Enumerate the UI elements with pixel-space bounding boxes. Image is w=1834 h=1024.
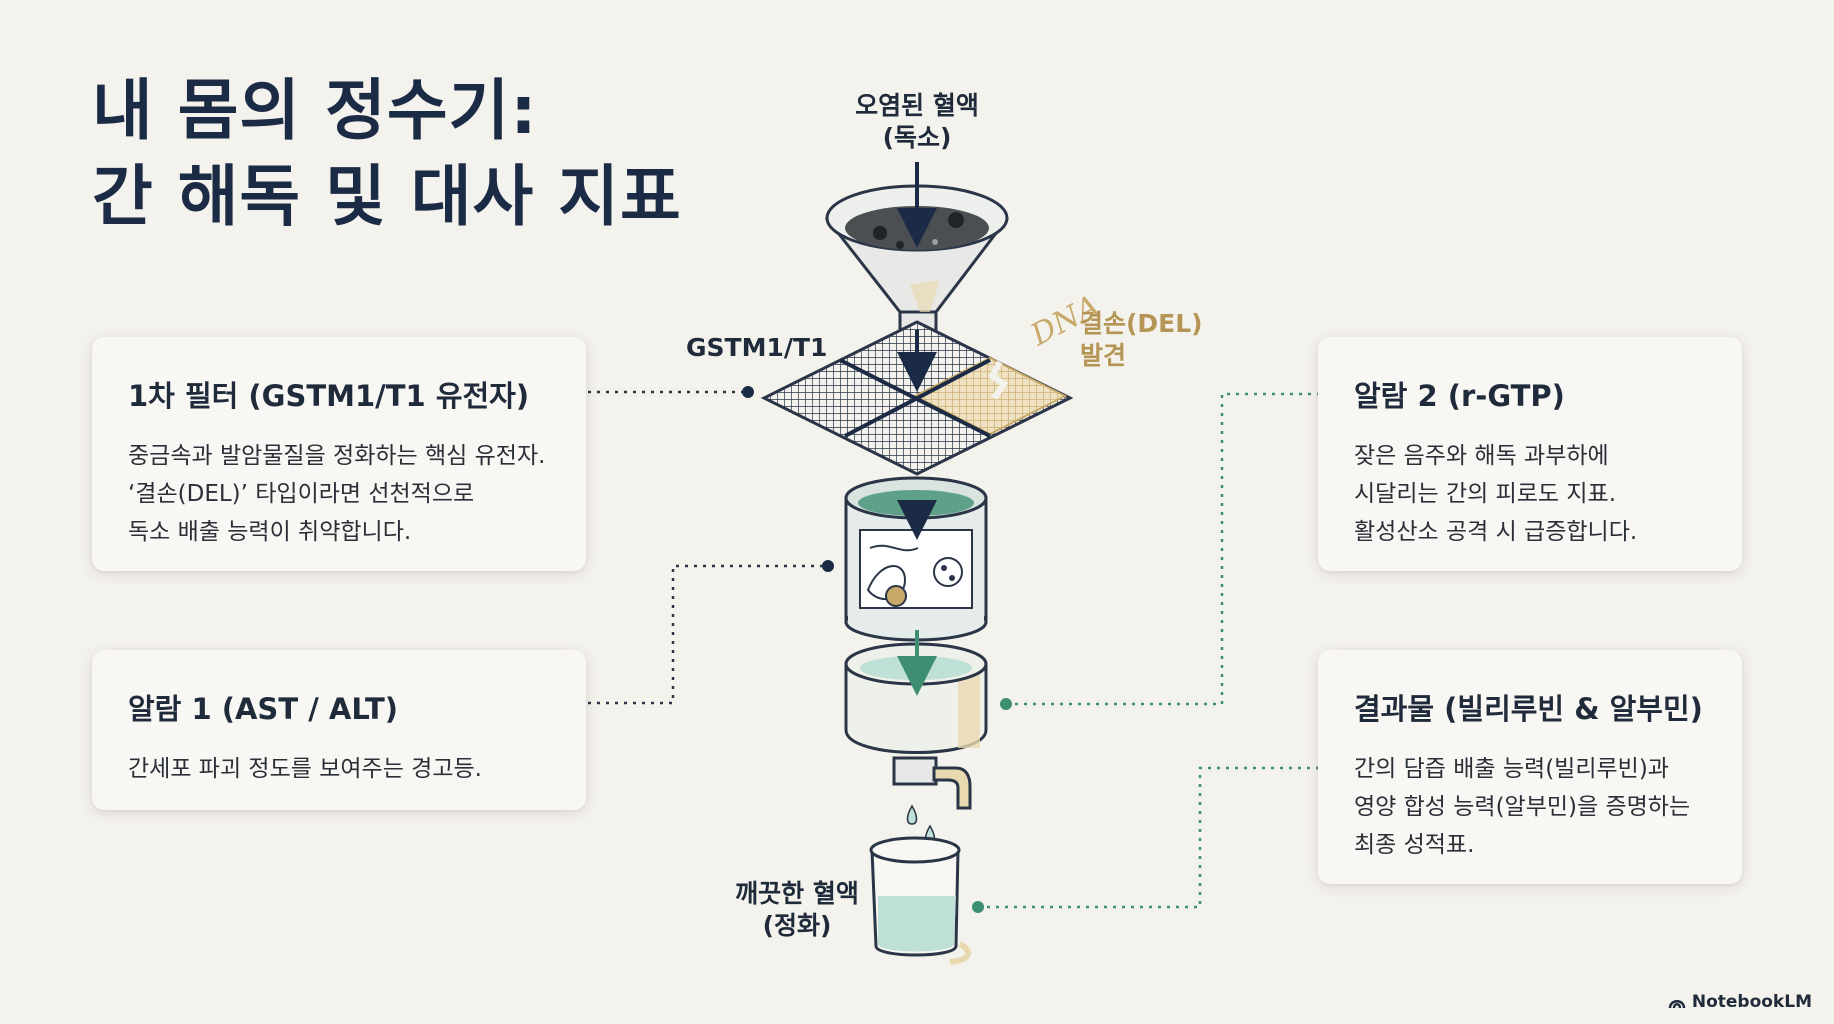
card-alarm2: 알람 2 (r-GTP) 잦은 음주와 해독 과부하에 시달리는 간의 피로도 … — [1318, 337, 1742, 571]
card-result-line-2: 영양 합성 능력(알부민)을 증명하는 — [1354, 794, 1691, 820]
card-result-line-3: 최종 성적표. — [1354, 832, 1475, 858]
deletion-label: 결손(DEL) 발견 — [1080, 308, 1203, 372]
page-title: 내 몸의 정수기: 간 해독 및 대사 지표 — [92, 68, 682, 240]
connector-result — [972, 766, 1318, 913]
card-alarm2-line-1: 잦은 음주와 해독 과부하에 — [1354, 443, 1609, 469]
output-label: 깨끗한 혈액 (정화) — [732, 878, 862, 942]
card-result-title: 결과물 (빌리루빈 & 알부민) — [1354, 692, 1703, 726]
card-result: 결과물 (빌리루빈 & 알부민) 간의 담즙 배출 능력(빌리루빈)과 영양 합… — [1318, 650, 1742, 884]
title-line-2: 간 해독 및 대사 지표 — [92, 158, 682, 235]
card-alarm2-line-2: 시달리는 간의 피로도 지표. — [1354, 481, 1617, 507]
cell-tank-icon — [844, 476, 988, 642]
connector-alarm2 — [1000, 392, 1318, 710]
brand-name: NotebookLM — [1691, 992, 1812, 1012]
card-alarm1-title: 알람 1 (AST / ALT) — [128, 692, 399, 726]
collection-bowl-icon — [844, 630, 988, 754]
card-result-line-1: 간의 담즙 배출 능력(빌리루빈)과 — [1354, 756, 1669, 782]
card-filter: 1차 필터 (GSTM1/T1 유전자) 중금속과 발암물질을 정화하는 핵심 … — [92, 337, 586, 571]
input-label: 오염된 혈액 (독소) — [842, 90, 992, 154]
card-alarm2-line-3: 활성산소 공격 시 급증합니다. — [1354, 519, 1638, 545]
beaker-icon — [869, 836, 971, 965]
output-label-line-2: (정화) — [762, 911, 832, 940]
connector-alarm1 — [588, 560, 834, 705]
card-filter-title: 1차 필터 (GSTM1/T1 유전자) — [128, 379, 530, 413]
notebooklm-logo-icon — [1668, 1000, 1686, 1009]
card-filter-line-2: ‘결손(DEL)’ 타입이라면 선천적으로 — [128, 481, 475, 507]
filter-gene-label: GSTM1/T1 — [686, 333, 828, 362]
brand-footer: NotebookLM — [1668, 992, 1812, 1012]
input-label-line-1: 오염된 혈액 — [855, 91, 979, 120]
title-line-1: 내 몸의 정수기: — [92, 72, 538, 149]
deletion-label-line-2: 발견 — [1080, 341, 1127, 370]
card-alarm1-line-1: 간세포 파괴 정도를 보여주는 경고등. — [128, 756, 482, 782]
connector-filter — [588, 386, 754, 398]
mesh-filter-icon — [760, 320, 1074, 476]
card-alarm1: 알람 1 (AST / ALT) 간세포 파괴 정도를 보여주는 경고등. — [92, 650, 586, 810]
deletion-label-line-1: 결손(DEL) — [1080, 309, 1203, 338]
card-filter-line-1: 중금속과 발암물질을 정화하는 핵심 유전자. — [128, 443, 546, 469]
output-label-line-1: 깨끗한 혈액 — [735, 879, 859, 908]
faucet-icon — [892, 756, 972, 810]
card-filter-line-3: 독소 배출 능력이 취약합니다. — [128, 519, 412, 545]
card-alarm2-title: 알람 2 (r-GTP) — [1354, 379, 1565, 413]
input-label-line-2: (독소) — [882, 123, 952, 152]
